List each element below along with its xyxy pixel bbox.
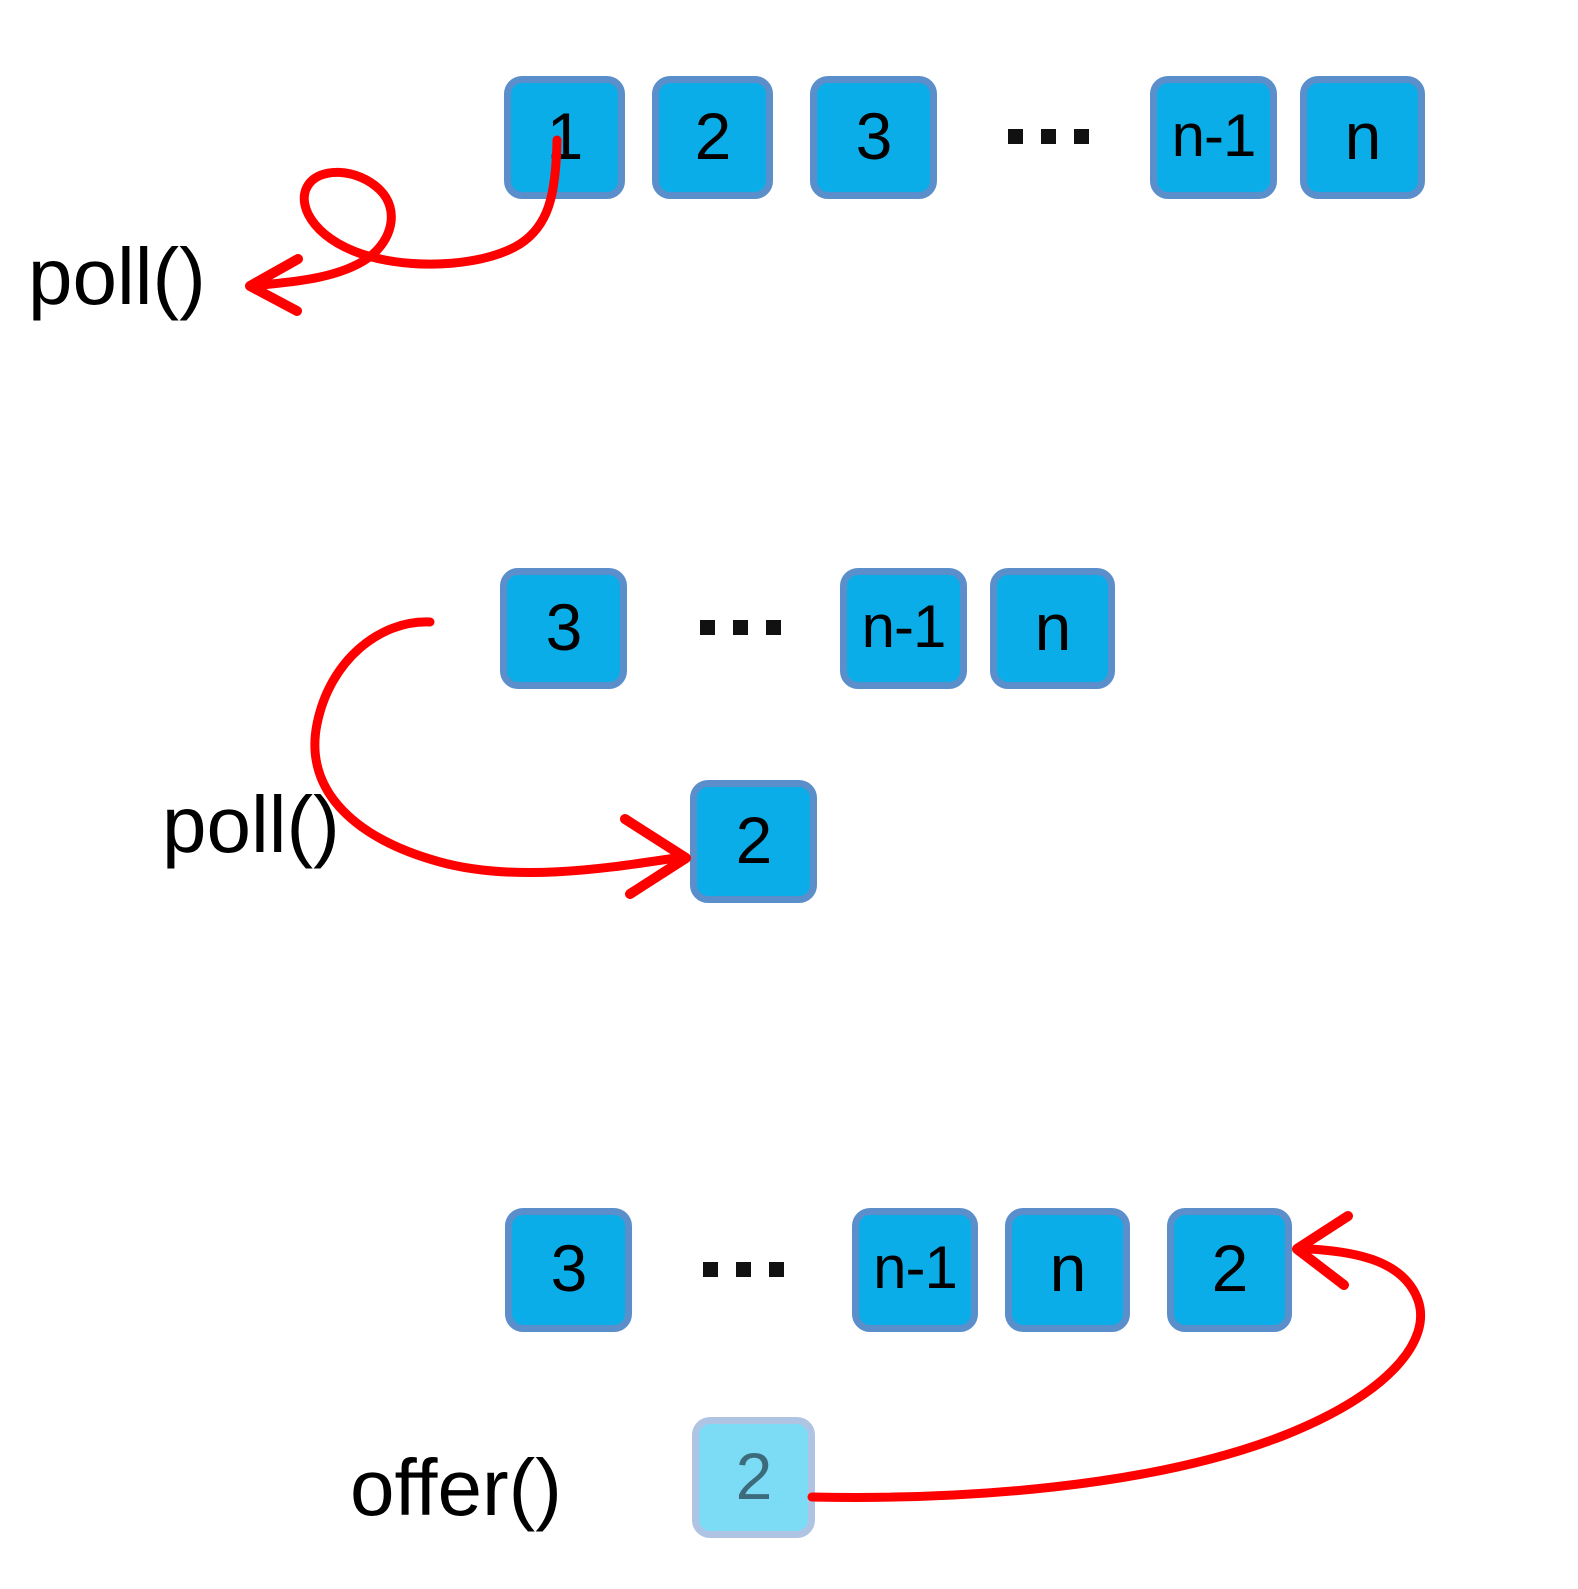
queue-box-n-row2[interactable]: n: [990, 568, 1115, 689]
poll-label-middle: poll(): [162, 780, 340, 869]
queue-box-3[interactable]: 3: [810, 76, 937, 199]
offer-label-bottom: offer(): [350, 1443, 562, 1532]
queue-box-label: 2: [1211, 1231, 1249, 1305]
ellipsis-dot: [766, 620, 781, 635]
ellipsis-dot: [1074, 129, 1089, 144]
queue-box-label: n: [1344, 98, 1382, 173]
queue-box-label: n: [1034, 589, 1072, 664]
offer-arrow-bottom: [807, 1211, 1426, 1502]
queue-box-n-minus-1-row3[interactable]: n-1: [852, 1208, 978, 1332]
queue-box-label: n-1: [873, 1234, 958, 1301]
queue-box-label: 2: [735, 802, 773, 877]
queue-box-polled-2[interactable]: 2: [690, 780, 817, 903]
ellipsis-icon-row3: [703, 1262, 784, 1277]
ellipsis-dot: [733, 620, 748, 635]
ellipsis-dot: [703, 1262, 718, 1277]
queue-box-label: n: [1049, 1231, 1087, 1305]
queue-box-label: 2: [694, 98, 732, 173]
poll-arrow-middle: [310, 617, 691, 899]
queue-box-n-minus-1-row2[interactable]: n-1: [840, 568, 967, 689]
poll-arrow-top: [245, 135, 562, 316]
queue-box-label: n-1: [861, 592, 947, 660]
poll-label-top: poll(): [28, 232, 206, 321]
queue-box-label: 3: [855, 98, 893, 173]
ellipsis-dot: [736, 1262, 751, 1277]
queue-box-n-row3[interactable]: n: [1005, 1208, 1130, 1332]
queue-box-n-minus-1[interactable]: n-1: [1150, 76, 1277, 199]
ellipsis-icon-row1: [1008, 129, 1089, 144]
queue-box-n[interactable]: n: [1300, 76, 1425, 199]
queue-box-label: 3: [545, 589, 583, 664]
ellipsis-dot: [700, 620, 715, 635]
queue-box-label: 2: [735, 1438, 773, 1513]
queue-box-3-row3[interactable]: 3: [505, 1208, 632, 1332]
queue-box-offered-2[interactable]: 2: [692, 1417, 815, 1538]
ellipsis-dot: [769, 1262, 784, 1277]
queue-box-2-row3-tail[interactable]: 2: [1167, 1208, 1292, 1332]
ellipsis-dot: [1041, 129, 1056, 144]
ellipsis-icon-row2: [700, 620, 781, 635]
queue-box-label: n-1: [1171, 101, 1257, 169]
queue-box-2[interactable]: 2: [652, 76, 773, 199]
queue-box-label: 3: [550, 1231, 588, 1305]
ellipsis-dot: [1008, 129, 1023, 144]
queue-box-3-row2[interactable]: 3: [500, 568, 627, 689]
